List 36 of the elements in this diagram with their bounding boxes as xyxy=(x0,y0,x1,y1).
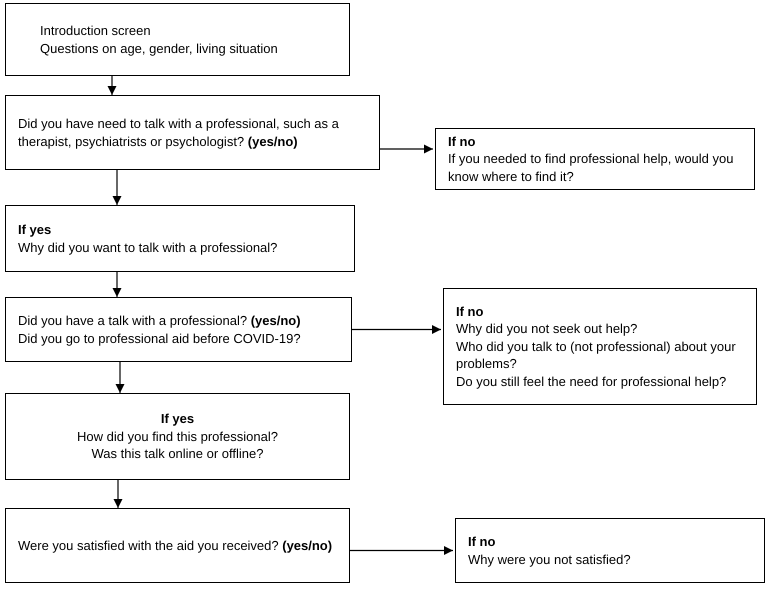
question-text: Who did you talk to (not professional) about your problems? xyxy=(456,338,737,373)
question-text: Were you satisfied with the aid you received? (yes/no) xyxy=(18,536,334,554)
box-heading: If no xyxy=(468,532,496,550)
question-text: Did you go to professional aid before COVID-19? xyxy=(18,330,302,348)
arrow xyxy=(112,170,122,205)
arrow xyxy=(112,272,122,297)
question-box xyxy=(443,288,757,405)
question-box xyxy=(435,128,755,190)
arrow xyxy=(108,76,116,95)
question-text: Was this talk online or offline? xyxy=(90,445,264,463)
question-text: Why did you not seek out help? xyxy=(456,320,638,338)
question-text: Why were you not satisfied? xyxy=(468,550,632,568)
question-box xyxy=(5,95,380,170)
question-text: Did you have need to talk with a professional, such as a therapist, psychiatrists or psychologist? (yes/no) xyxy=(18,114,340,150)
arrow xyxy=(114,480,122,508)
question-text: Questions on age, gender, living situation xyxy=(40,40,279,58)
arrow xyxy=(380,144,433,154)
question-text: If you needed to find professional help, would you know where to find it? xyxy=(448,150,734,186)
question-box xyxy=(5,297,352,362)
box-heading: If yes xyxy=(18,220,52,238)
question-text: Do you still feel the need for professional help? xyxy=(456,372,728,390)
question-box xyxy=(5,393,350,480)
question-text: Why did you want to talk with a professional? xyxy=(18,238,278,256)
question-text: How did you find this professional? xyxy=(76,428,279,446)
arrow xyxy=(352,325,441,334)
box-heading: If yes xyxy=(160,410,196,428)
box-heading: If no xyxy=(456,302,484,320)
question-box xyxy=(455,518,765,583)
arrow xyxy=(350,546,453,555)
question-box xyxy=(5,508,350,583)
question-box xyxy=(5,3,350,76)
box-heading: If no xyxy=(448,132,476,150)
question-box xyxy=(5,205,355,272)
arrow xyxy=(116,362,124,393)
question-text: Did you have a talk with a professional? (yes/no) xyxy=(18,312,302,330)
question-text: Introduction screen xyxy=(40,22,152,40)
